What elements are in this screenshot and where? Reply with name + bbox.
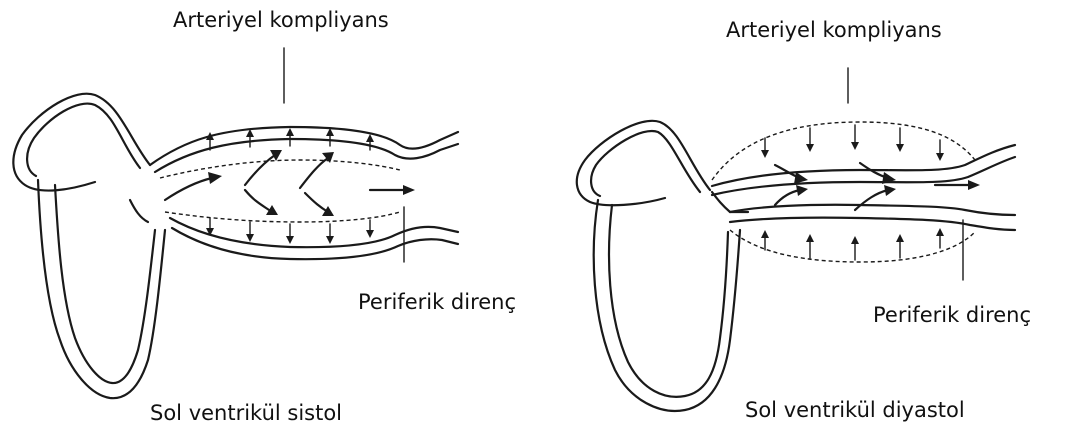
resistance-label-systole: Periferik direnç <box>358 292 516 313</box>
left-ventricle-diastole <box>577 121 748 411</box>
recoil-arrows-diastole <box>761 125 944 260</box>
resistance-label-diastole: Periferik direnç <box>873 305 1031 326</box>
phase-label-systole: Sol ventrikül sistol <box>150 403 342 424</box>
compliance-label-diastole: Arteriyel kompliyans <box>726 20 942 41</box>
compliance-label-systole: Arteriyel kompliyans <box>173 10 389 31</box>
aorta-diastole <box>712 122 1015 262</box>
phase-label-diastole: Sol ventrikül diyastol <box>745 400 965 421</box>
